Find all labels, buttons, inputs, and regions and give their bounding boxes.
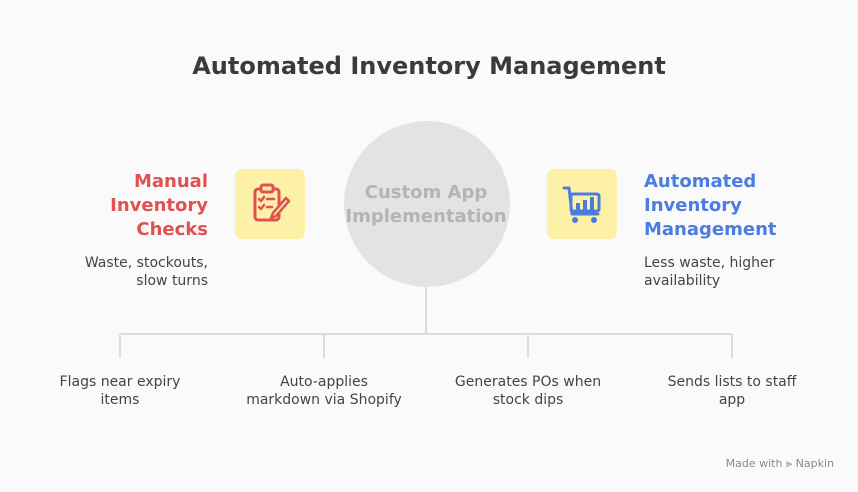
center-circle — [344, 121, 510, 287]
feature-flags-expiry: Flags near expiry items — [59, 374, 181, 408]
feature-generates-pos: Generates POs when stock dips — [454, 374, 602, 408]
right-title: Automated Inventory Management — [644, 171, 777, 240]
center-label: Custom App Implementation — [345, 182, 507, 227]
diagram-title: Automated Inventory Management — [192, 52, 666, 80]
cart-chart-icon — [547, 169, 617, 239]
feature-sends-lists: Sends lists to staff app — [667, 374, 797, 408]
left-description: Waste, stockouts, slow turns — [84, 255, 208, 289]
footer-watermark: Made with ⪢ Napkin — [725, 457, 834, 470]
right-description: Less waste, higher availability — [644, 255, 775, 289]
clipboard-checklist-icon — [235, 169, 305, 239]
left-title: Manual Inventory Checks — [110, 171, 208, 240]
feature-auto-markdown: Auto-applies markdown via Shopify — [246, 374, 402, 408]
